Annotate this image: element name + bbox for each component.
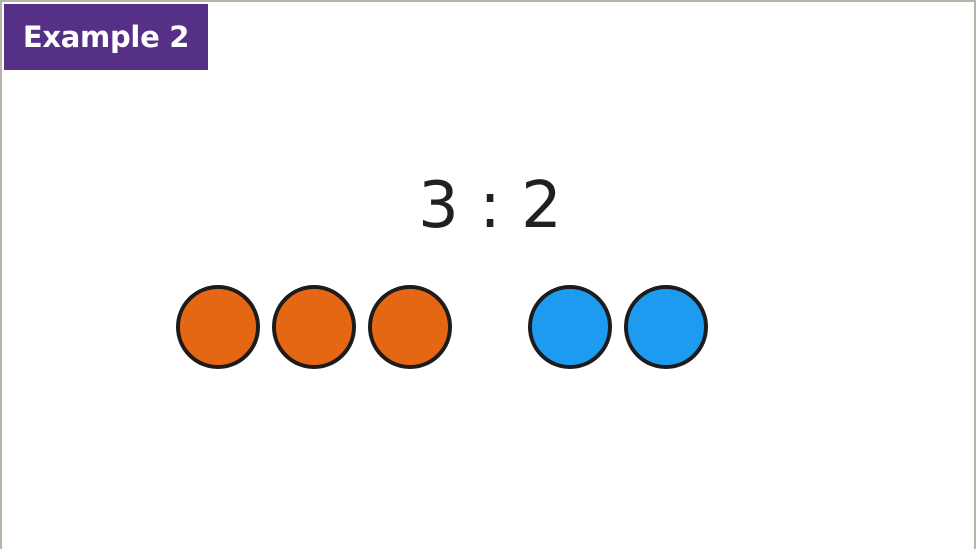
example-badge: Example 2	[4, 4, 208, 70]
orange-counter	[368, 285, 452, 369]
example-badge-label: Example 2	[22, 20, 190, 54]
blue-counter	[624, 285, 708, 369]
ratio-label: 3 : 2	[418, 169, 562, 243]
blue-counter	[528, 285, 612, 369]
orange-counter	[272, 285, 356, 369]
orange-counter	[176, 285, 260, 369]
